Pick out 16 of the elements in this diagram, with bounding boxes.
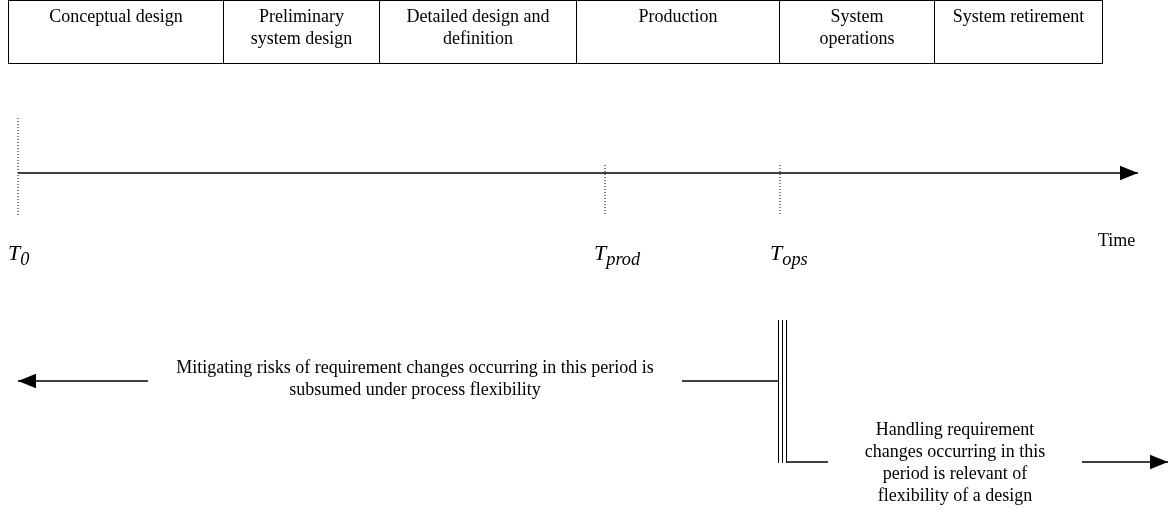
phase-box: System operations (780, 0, 935, 64)
phase-box: Production (577, 0, 780, 64)
connector-line (786, 461, 829, 463)
note-text: Handling requirement changes occurring in this period is relevant of flexibility of a design (850, 418, 1060, 506)
time-marker-label: T$_{0}$ (8, 240, 30, 271)
phase-box: Detailed design and definition (380, 0, 577, 64)
phase-box: Conceptual design (8, 0, 224, 64)
time-marker-label: T$_{prod}$ (594, 240, 641, 271)
phase-box: Preliminary system design (224, 0, 380, 64)
connector-line (681, 380, 779, 382)
phase-box: System retirement (935, 0, 1103, 64)
axis-label: Time (1098, 230, 1136, 251)
arrow (1081, 454, 1169, 470)
arrow (17, 373, 149, 389)
time-marker-label: T$_{ops}$ (770, 240, 808, 271)
note-text: Mitigating risks of requirement changes occurring in this period is subsumed under process flexibility (170, 356, 660, 400)
